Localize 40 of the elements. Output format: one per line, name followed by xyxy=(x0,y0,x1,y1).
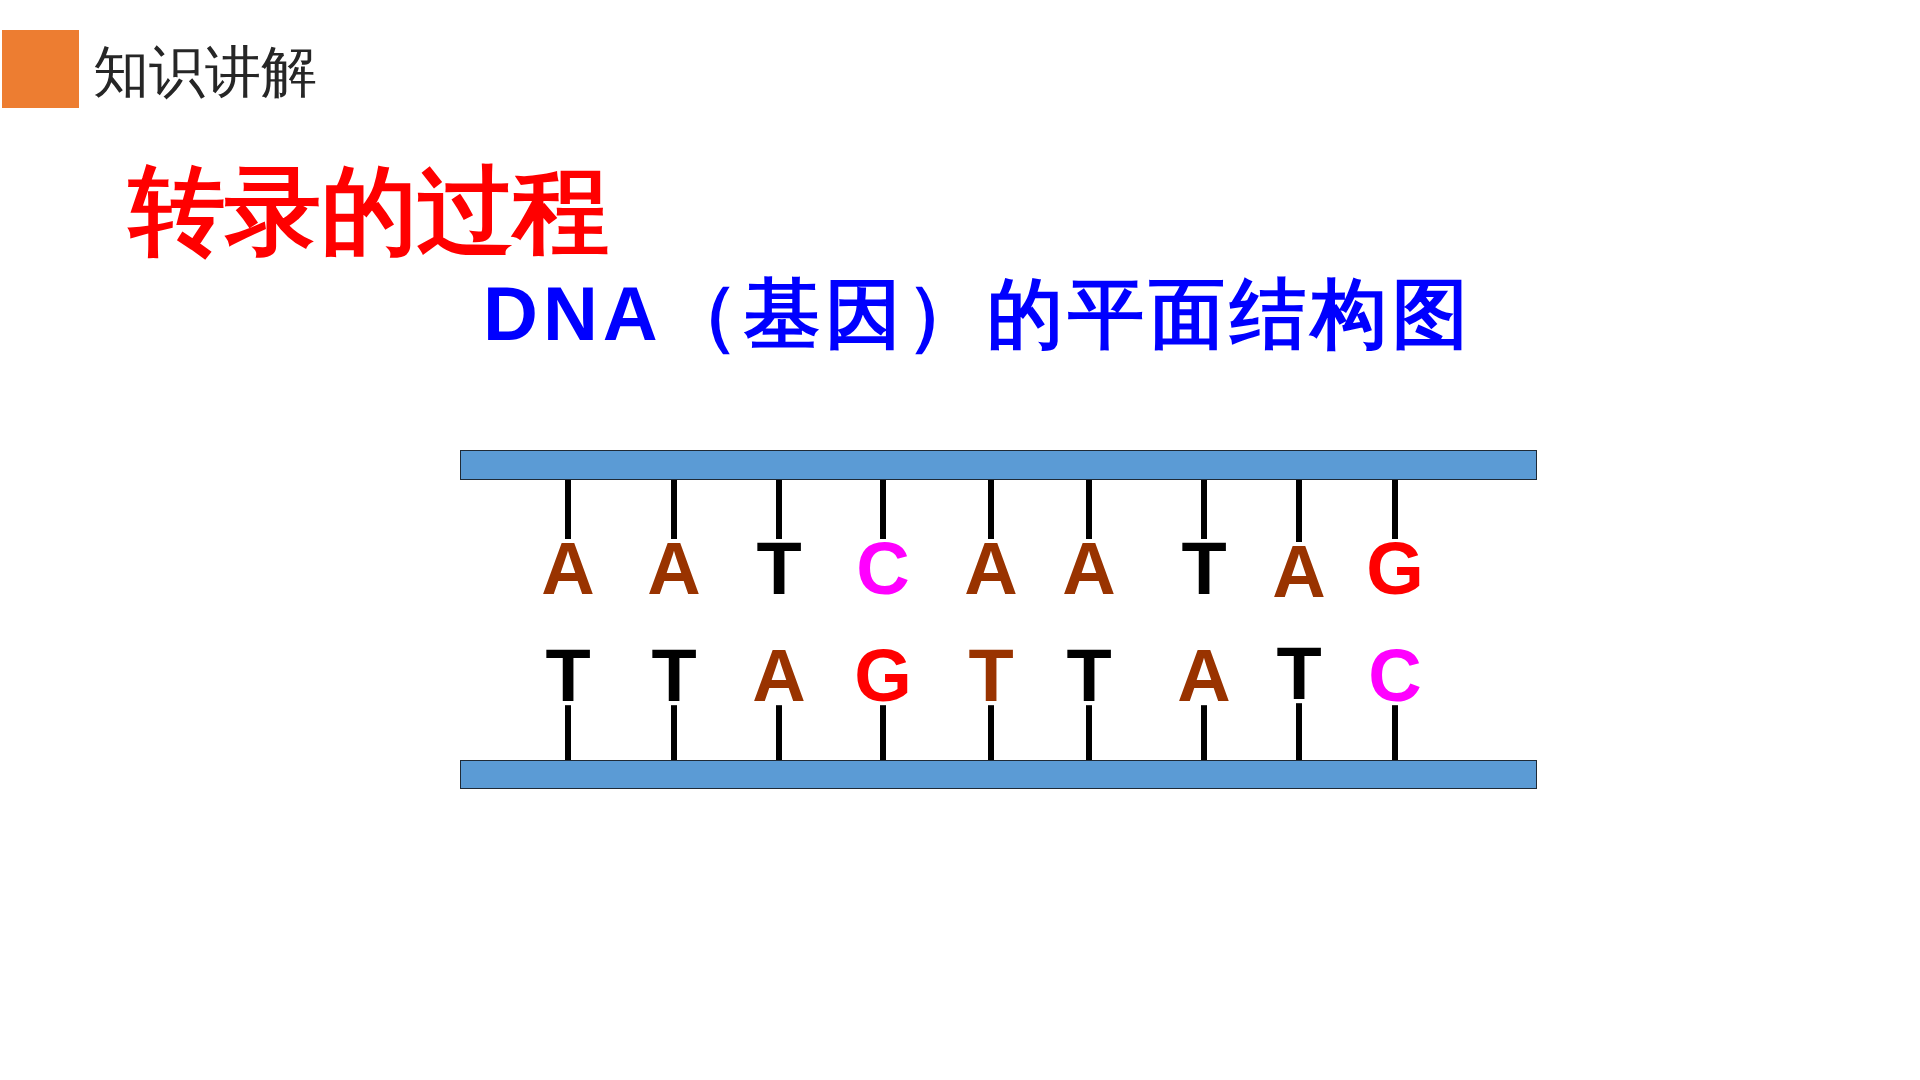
title: 转录的过程 xyxy=(129,163,609,259)
stem-line xyxy=(1086,480,1092,539)
stem-line xyxy=(988,705,994,760)
stem-line xyxy=(671,705,677,760)
base-letter: A xyxy=(1272,542,1326,602)
stem-line xyxy=(1086,705,1092,760)
stem-line xyxy=(1392,705,1398,760)
base-letter: A xyxy=(964,539,1018,599)
stem-line xyxy=(988,480,994,539)
base-letter: T xyxy=(1181,539,1227,599)
stem-line xyxy=(1296,703,1302,760)
stem-line xyxy=(880,705,886,760)
stem-line xyxy=(671,480,677,539)
stem-line xyxy=(565,705,571,760)
base-letter: C xyxy=(856,539,910,599)
stem-line xyxy=(1201,705,1207,760)
base-letter: T xyxy=(651,646,697,706)
strand-bar xyxy=(460,450,1537,480)
base-letter: A xyxy=(752,646,806,706)
stem-line xyxy=(1201,480,1207,539)
stem-line xyxy=(776,705,782,760)
base-letter: T xyxy=(1066,646,1112,706)
base-letter: A xyxy=(1062,539,1116,599)
base-letter: C xyxy=(1368,646,1422,706)
base-letter: T xyxy=(756,539,802,599)
base-letter: G xyxy=(1366,539,1424,599)
stem-line xyxy=(776,480,782,539)
section-label: 知识讲解 xyxy=(93,44,317,100)
stem-line xyxy=(1296,480,1302,542)
base-letter: A xyxy=(541,539,595,599)
base-letter: A xyxy=(1177,646,1231,706)
base-letter: A xyxy=(647,539,701,599)
base-letter: T xyxy=(545,646,591,706)
base-letter: T xyxy=(968,646,1014,706)
stem-line xyxy=(880,480,886,539)
stem-line xyxy=(565,480,571,539)
stem-line xyxy=(1392,480,1398,539)
strand-bar xyxy=(460,760,1537,789)
base-letter: G xyxy=(854,646,912,706)
base-letter: T xyxy=(1276,644,1322,704)
